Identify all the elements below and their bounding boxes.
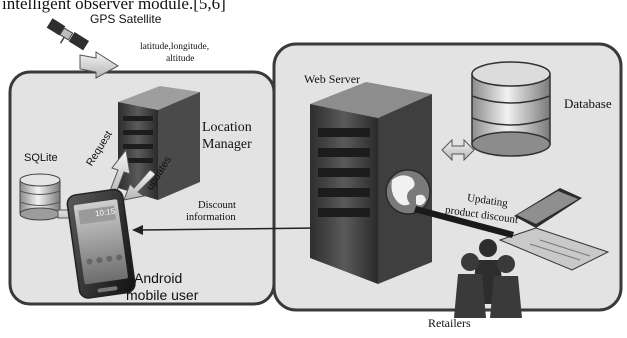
database-icon <box>471 61 551 157</box>
discount-info-label-line2: information <box>186 212 236 223</box>
retailers-icon <box>454 239 522 318</box>
android-user-label-line1: Android <box>134 270 183 286</box>
sqlite-label: SQLite <box>24 152 58 164</box>
updating-discount-arrow <box>414 206 514 238</box>
satellite-icon <box>46 18 89 51</box>
location-manager-server-icon <box>118 86 200 200</box>
location-manager-label-line2: Manager <box>202 137 252 152</box>
discount-information-line <box>139 227 319 231</box>
laptop-icon <box>498 188 610 271</box>
server-database-arrow <box>441 138 475 162</box>
gps-signal-arrow <box>79 51 119 79</box>
caption-fragment: intelligent observer module.[5,6] <box>2 0 226 13</box>
gps-satellite-label: GPS Satellite <box>90 12 162 26</box>
globe-icon <box>385 169 431 215</box>
location-manager-label-line1: Location <box>202 120 252 135</box>
retailers-label: Retailers <box>428 316 471 330</box>
database-label: Database <box>564 96 612 111</box>
android-phone-icon <box>66 188 136 299</box>
web-server-label: Web Server <box>304 72 361 86</box>
android-user-label-line2: mobile user <box>126 287 199 303</box>
discount-info-label-line1: Discount <box>198 200 236 211</box>
sqlite-database-icon <box>19 173 61 221</box>
discount-arrowhead <box>132 225 143 235</box>
gps-data-label-line1: latitude,longitude, <box>140 42 210 52</box>
updates-arrow <box>123 169 157 201</box>
gps-data-label-line2: altitude <box>166 54 195 64</box>
